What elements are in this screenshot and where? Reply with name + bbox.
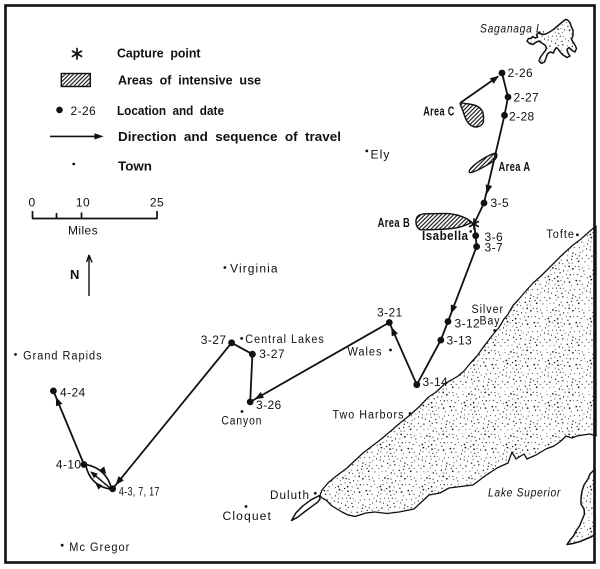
svg-text:Town: Town — [118, 158, 152, 173]
svg-text:0: 0 — [28, 196, 35, 210]
svg-text:Lake Superior: Lake Superior — [488, 487, 561, 500]
svg-text:Ely: Ely — [371, 149, 391, 161]
svg-text:Area C: Area C — [423, 105, 455, 119]
svg-text:2-28: 2-28 — [509, 110, 535, 124]
svg-text:Saganaga L.: Saganaga L. — [480, 23, 546, 36]
svg-text:3-27: 3-27 — [259, 347, 285, 361]
svg-text:2-27: 2-27 — [514, 91, 540, 105]
svg-text:3-14: 3-14 — [423, 375, 449, 389]
svg-text:3-6: 3-6 — [485, 230, 504, 244]
svg-text:4-24: 4-24 — [60, 386, 86, 400]
svg-text:Central Lakes: Central Lakes — [245, 334, 324, 346]
svg-text:Wales: Wales — [348, 347, 383, 359]
svg-text:3-12: 3-12 — [455, 316, 481, 330]
svg-text:4-3, 7, 17: 4-3, 7, 17 — [119, 485, 160, 499]
svg-text:Silver: Silver — [472, 304, 505, 316]
svg-text:3-26: 3-26 — [256, 398, 282, 412]
svg-text:Grand Rapids: Grand Rapids — [23, 350, 103, 362]
svg-text:2-26: 2-26 — [71, 104, 97, 118]
svg-text:10: 10 — [76, 196, 90, 210]
svg-text:Direction and sequence of trav: Direction and sequence of travel — [118, 129, 341, 144]
svg-text:Virginia: Virginia — [230, 264, 279, 276]
svg-text:3-21: 3-21 — [377, 306, 403, 320]
svg-text:3-27: 3-27 — [201, 333, 227, 347]
svg-text:Cloquet: Cloquet — [223, 511, 273, 523]
svg-text:Areas of intensive use: Areas of intensive use — [118, 73, 261, 88]
svg-text:3-5: 3-5 — [491, 196, 510, 210]
svg-text:3-7: 3-7 — [485, 240, 504, 254]
svg-text:Location and date: Location and date — [117, 103, 224, 118]
svg-text:Canyon: Canyon — [221, 416, 262, 428]
svg-text:Bay: Bay — [480, 316, 501, 328]
svg-text:4-10: 4-10 — [56, 457, 82, 471]
svg-text:3-13: 3-13 — [447, 334, 473, 348]
svg-text:Two Harbors: Two Harbors — [333, 410, 405, 422]
svg-text:Area A: Area A — [499, 160, 531, 174]
svg-text:N: N — [70, 267, 79, 282]
svg-text:Isabella: Isabella — [422, 229, 469, 243]
svg-text:Miles: Miles — [68, 224, 98, 238]
svg-text:Tofte: Tofte — [546, 229, 575, 241]
svg-text:Capture point: Capture point — [117, 46, 201, 61]
svg-text:Duluth: Duluth — [270, 490, 310, 502]
svg-text:25: 25 — [150, 196, 164, 210]
svg-text:Area B: Area B — [378, 216, 411, 230]
svg-text:Mc Gregor: Mc Gregor — [69, 542, 130, 554]
svg-text:2-26: 2-26 — [508, 66, 534, 80]
